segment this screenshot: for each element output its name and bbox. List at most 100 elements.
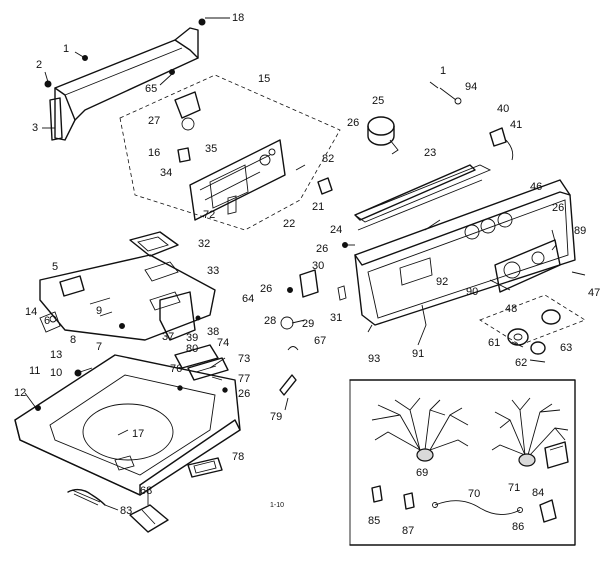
- callout-85: 85: [368, 515, 380, 527]
- hose-part: [279, 374, 297, 396]
- callout-26e: 26: [238, 388, 250, 400]
- callout-11: 11: [29, 365, 40, 377]
- callout-33: 33: [207, 265, 219, 277]
- callout-87: 87: [402, 525, 414, 537]
- callout-48: 48: [505, 303, 517, 315]
- callout-17: 17: [132, 428, 144, 440]
- callout-27: 27: [148, 115, 160, 127]
- knob-panel: [494, 239, 561, 293]
- callout-26c: 26: [316, 243, 328, 255]
- callout-94: 94: [465, 81, 477, 93]
- switch-part: [295, 164, 333, 195]
- callout-68: 68: [140, 485, 152, 497]
- lid-switch-bracket: [129, 231, 179, 257]
- lid-bumper: [129, 504, 169, 533]
- connector-block: [544, 441, 569, 469]
- callout-23: 23: [424, 147, 436, 159]
- callout-37: 37: [162, 331, 174, 343]
- cabinet-top: [14, 354, 241, 496]
- callout-77: 77: [238, 373, 250, 385]
- lid-switch-parts: [35, 344, 229, 411]
- page-marker: 1-10: [270, 502, 284, 509]
- spring-part: [67, 488, 106, 506]
- jumper-wire: [432, 500, 523, 515]
- small-fittings: [337, 242, 427, 346]
- callout-35: 35: [205, 143, 217, 155]
- callout-71: 71: [508, 482, 520, 494]
- callout-92: 92: [436, 276, 448, 288]
- callout-67: 67: [314, 335, 326, 347]
- callout-29: 29: [302, 318, 314, 330]
- pressure-switch: [280, 269, 319, 351]
- callout-41: 41: [510, 119, 522, 131]
- control-console-panel: [354, 164, 576, 326]
- callout-labels: 1 2 3 18 65 15 27 16 35 34 72 82 22 21 1…: [14, 12, 600, 537]
- callout-7: 7: [96, 341, 102, 353]
- callout-46: 46: [530, 181, 542, 193]
- callout-31: 31: [330, 312, 342, 324]
- callout-8: 8: [70, 334, 76, 346]
- callout-91: 91: [412, 348, 424, 360]
- console-rail: [354, 164, 476, 221]
- control-bracket-assembly: [119, 74, 341, 231]
- callout-34: 34: [160, 167, 172, 179]
- console-back-panel: [49, 27, 199, 141]
- callout-40: 40: [497, 103, 509, 115]
- callout-80: 80: [186, 343, 198, 355]
- callout-30: 30: [312, 260, 324, 272]
- callout-28: 28: [264, 315, 276, 327]
- callout-72: 72: [203, 209, 215, 221]
- callout-63: 63: [560, 342, 572, 354]
- callout-14: 14: [25, 306, 37, 318]
- callout-3: 3: [32, 122, 38, 134]
- callout-65: 65: [145, 83, 157, 95]
- callout-82: 82: [322, 153, 334, 165]
- callout-62: 62: [515, 357, 527, 369]
- leader-lines: [24, 17, 586, 511]
- clip-part: [439, 87, 557, 251]
- callout-12: 12: [14, 387, 26, 399]
- callout-10: 10: [50, 367, 62, 379]
- wire-harness-left: [371, 397, 469, 462]
- callout-70: 70: [468, 488, 480, 500]
- callout-24: 24: [330, 224, 342, 236]
- wiring-harness-inset: [349, 379, 576, 546]
- lid-hinge-parts: [39, 275, 125, 333]
- callout-39: 39: [186, 332, 198, 344]
- top-cover: [39, 254, 216, 341]
- callout-89: 89: [574, 225, 586, 237]
- callout-1: 1: [63, 43, 69, 55]
- callout-83: 83: [120, 505, 132, 517]
- callout-15: 15: [258, 73, 270, 85]
- wire-harness-right: [491, 397, 569, 467]
- callout-84: 84: [532, 487, 544, 499]
- callout-9: 9: [96, 305, 102, 317]
- callout-26a: 26: [347, 117, 359, 129]
- callout-47: 47: [588, 287, 600, 299]
- callout-86: 86: [512, 521, 524, 533]
- callout-74: 74: [217, 337, 229, 349]
- callout-69: 69: [416, 467, 428, 479]
- callout-13: 13: [50, 349, 62, 361]
- callout-25: 25: [372, 95, 384, 107]
- callout-78: 78: [232, 451, 244, 463]
- callout-5: 5: [52, 261, 58, 273]
- hinge-bracket: [159, 291, 201, 341]
- terminal-parts: [371, 485, 557, 523]
- callout-22: 22: [283, 218, 295, 230]
- timer-part: [367, 116, 399, 155]
- callout-61: 61: [488, 337, 500, 349]
- callout-1b: 1: [440, 65, 446, 77]
- callout-16: 16: [148, 147, 160, 159]
- callout-32: 32: [198, 238, 210, 250]
- callout-90: 90: [466, 286, 478, 298]
- switch-with-wire: [489, 127, 514, 161]
- callout-73: 73: [238, 353, 250, 365]
- callout-64: 64: [242, 293, 254, 305]
- callout-93: 93: [368, 353, 380, 365]
- callout-38: 38: [207, 326, 219, 338]
- gasket-part: [187, 457, 223, 478]
- callout-18: 18: [232, 12, 244, 24]
- callout-2: 2: [36, 59, 42, 71]
